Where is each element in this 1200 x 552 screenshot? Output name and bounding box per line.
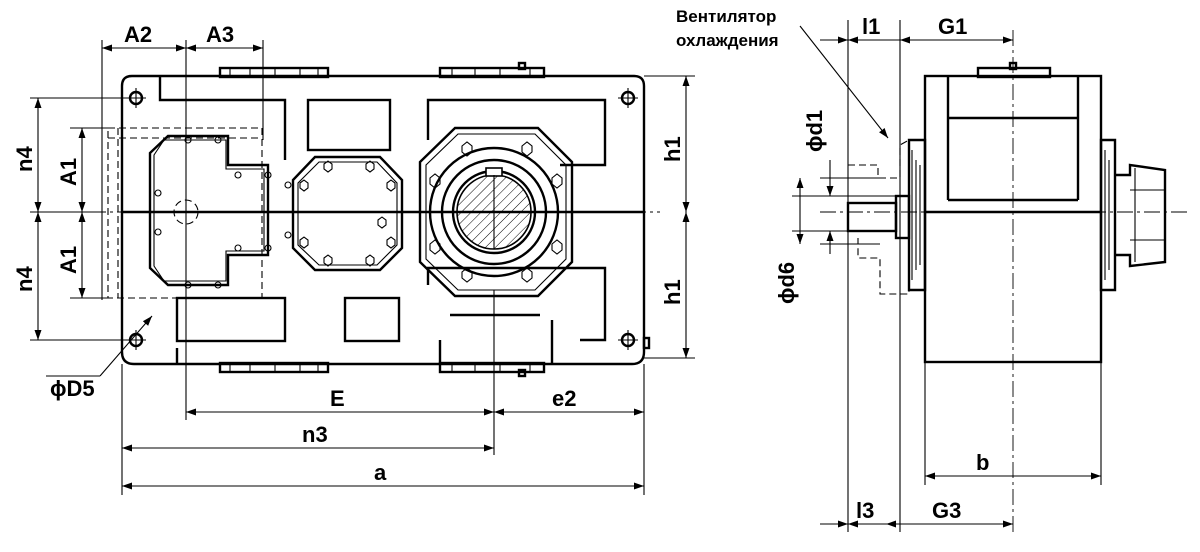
housing-ribs bbox=[158, 76, 607, 364]
label-a1-bottom: A1 bbox=[56, 246, 81, 274]
bottom-foot-left bbox=[218, 361, 330, 374]
label-h1-bottom: h1 bbox=[660, 279, 685, 305]
top-foot-right bbox=[438, 66, 546, 79]
side-centerlines bbox=[820, 30, 1190, 532]
label-a3: A3 bbox=[206, 22, 234, 47]
front-dimensions: A2 A3 n4 A1 A1 n4 ϕD5 E e2 n3 a h1 h1 bbox=[12, 22, 695, 495]
side-input-shaft bbox=[846, 201, 898, 233]
label-g1: G1 bbox=[938, 14, 967, 39]
output-flange bbox=[418, 126, 574, 298]
label-fan-note-line2: охлаждения bbox=[676, 31, 779, 50]
label-d6: ϕd6 bbox=[774, 262, 799, 304]
label-fan-note-line1: Вентилятор bbox=[676, 7, 776, 26]
housing-outline bbox=[120, 74, 646, 366]
top-foot-left bbox=[218, 66, 330, 79]
label-b: b bbox=[976, 450, 989, 475]
side-output-shaft bbox=[1115, 163, 1167, 268]
front-centerlines bbox=[90, 40, 660, 455]
input-flange-plate bbox=[148, 134, 270, 287]
bottom-plug bbox=[517, 368, 527, 378]
mounting-holes bbox=[126, 88, 638, 350]
front-view bbox=[90, 40, 660, 455]
intermediate-cover bbox=[291, 155, 404, 272]
side-right-flange bbox=[1099, 138, 1117, 292]
label-l3: l3 bbox=[856, 498, 874, 523]
label-n4-bottom: n4 bbox=[12, 266, 37, 292]
label-a2: A2 bbox=[124, 22, 152, 47]
bottom-foot-right bbox=[438, 361, 546, 374]
motor-outline-hidden bbox=[107, 127, 263, 299]
side-left-flange bbox=[907, 138, 927, 292]
label-e2: e2 bbox=[552, 386, 576, 411]
label-n4-top: n4 bbox=[12, 146, 37, 172]
top-plug bbox=[517, 61, 527, 71]
label-a1-top: A1 bbox=[56, 158, 81, 186]
label-d5: ϕD5 bbox=[50, 376, 95, 401]
label-l1: l1 bbox=[862, 14, 880, 39]
label-d1: ϕd1 bbox=[802, 110, 827, 152]
input-flange-bolts bbox=[154, 136, 292, 289]
side-plug bbox=[642, 336, 651, 350]
intermediate-cover-bolts bbox=[299, 160, 396, 267]
side-dimensions: Вентилятор охлаждения l1 G1 ϕd1 ϕd6 b l3… bbox=[676, 7, 1102, 532]
side-view bbox=[820, 30, 1190, 532]
shaft-keyway bbox=[485, 167, 503, 177]
label-e: E bbox=[330, 386, 345, 411]
fan-guard-hidden bbox=[848, 139, 910, 295]
label-a: a bbox=[374, 460, 387, 485]
label-g3: G3 bbox=[932, 498, 961, 523]
label-n3: n3 bbox=[302, 422, 328, 447]
label-h1-top: h1 bbox=[660, 136, 685, 162]
